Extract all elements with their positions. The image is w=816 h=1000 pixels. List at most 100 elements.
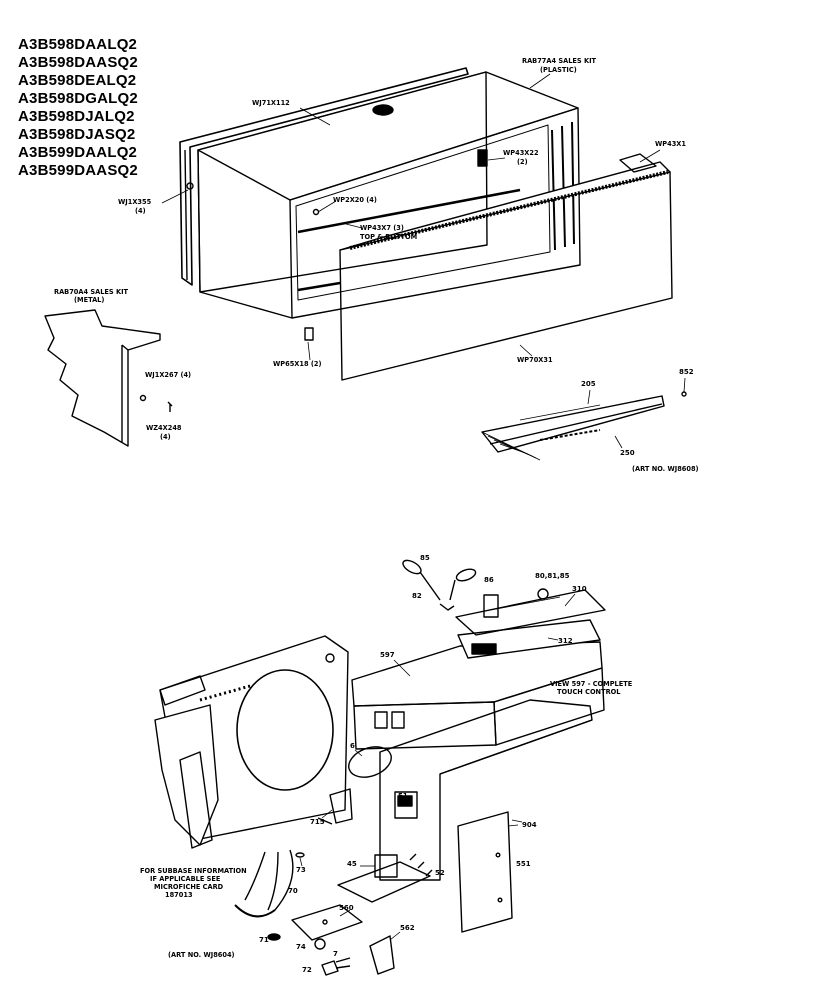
sleeve-rail — [551, 129, 556, 251]
bolt-icon — [167, 401, 173, 412]
label-45: 45 — [347, 860, 357, 868]
label-sales-kit-plastic-type: (PLASTIC) — [540, 66, 577, 74]
label-wp43x22-qty: (2) — [517, 158, 528, 166]
label-sales-kit-plastic: RAB77A4 SALES KIT — [522, 57, 597, 65]
model-number: A3B598DAASQ2 — [18, 54, 138, 71]
sleeve-rail — [297, 188, 521, 234]
screw-icon — [139, 394, 147, 402]
label-wj1x355: WJ1X355 — [118, 198, 152, 206]
wall-sleeve-group — [179, 67, 581, 341]
top-labels: RAB77A4 SALES KIT (PLASTIC) WJ71X112 WP4… — [54, 57, 699, 473]
bottom-leader-lines — [299, 593, 576, 941]
label-wp70x31: WP70X31 — [517, 356, 553, 364]
label-551: 551 — [516, 860, 531, 868]
label-sales-kit-metal: RAB70A4 SALES KIT — [54, 288, 129, 296]
front-panel-bracket — [619, 153, 657, 173]
label-715: 715 — [310, 818, 325, 826]
sleeve-rail — [561, 125, 566, 248]
sleeve-flange — [179, 67, 469, 286]
model-number: A3B598DEALQ2 — [18, 72, 137, 89]
bracket-715 — [317, 788, 353, 825]
label-sales-kit-metal-type: (METAL) — [74, 296, 104, 304]
sleeve-rail — [571, 121, 575, 245]
label-852: 852 — [679, 368, 694, 376]
label-wj1x355-qty: (4) — [135, 207, 146, 215]
bottom-labels: 85 86 82 80,81,85 310 597 312 VIEW 597 -… — [140, 554, 633, 974]
label-70: 70 — [288, 887, 298, 895]
label-6: 6 — [350, 742, 355, 750]
label-wp43x1: WP43X1 — [655, 140, 686, 148]
label-wp43x7: WP43X7 (3) — [360, 224, 404, 232]
label-wp43x22: WP43X22 — [503, 149, 539, 157]
label-art-no-top: (ART NO. WJ8608) — [632, 465, 699, 473]
screw-icon — [312, 208, 320, 216]
label-72: 72 — [302, 966, 312, 974]
small-parts-bottom — [267, 933, 395, 976]
sleeve-front-face — [197, 71, 488, 293]
label-73: 73 — [296, 866, 306, 874]
top-knob-icon — [372, 104, 394, 116]
label-85: 85 — [420, 554, 430, 562]
label-wz4x248: WZ4X248 — [146, 424, 182, 432]
bottom-tray-group — [481, 391, 687, 461]
model-number: A3B598DGALQ2 — [18, 90, 138, 107]
label-904: 904 — [522, 821, 537, 829]
model-number: A3B598DJASQ2 — [18, 126, 136, 143]
wire-harness-70 — [234, 849, 305, 918]
screw-icon — [186, 182, 194, 190]
label-250: 250 — [620, 449, 635, 457]
label-wz4x248-qty: (4) — [160, 433, 171, 441]
label-82: 82 — [412, 592, 422, 600]
label-wp43x7-position: TOP & BOTTOM — [360, 233, 417, 241]
note-subbase-line1: FOR SUBBASE INFORMATION — [140, 867, 247, 875]
model-number: A3B598DAALQ2 — [18, 36, 138, 53]
sleeve-rail — [297, 281, 341, 292]
model-number: A3B599DAALQ2 — [18, 144, 138, 161]
label-205: 205 — [581, 380, 596, 388]
sleeve-side-face — [289, 107, 581, 319]
flange-edge — [184, 149, 188, 281]
sleeve-opening — [295, 124, 551, 301]
label-wj1x267: WJ1X267 (4) — [145, 371, 191, 379]
plate-560 — [291, 904, 363, 941]
clip-icon — [304, 327, 314, 341]
note-subbase-line2: IF APPLICABLE SEE — [150, 875, 221, 883]
screw-icon — [681, 391, 687, 397]
label-art-no-bottom: (ART NO. WJ8604) — [168, 951, 235, 959]
fan-shroud-panel — [154, 635, 349, 849]
model-number: A3B599DAASQ2 — [18, 162, 138, 179]
label-71: 71 — [259, 936, 269, 944]
label-562: 562 — [400, 924, 415, 932]
clip-icon — [477, 149, 488, 167]
front-panel-rail — [349, 170, 669, 250]
label-view-597: VIEW 597 - COMPLETE — [550, 680, 633, 688]
top-leader-lines — [161, 73, 686, 449]
note-subbase-line4: 187013 — [165, 891, 193, 899]
model-number-list: A3B598DAALQ2 A3B598DAASQ2 A3B598DEALQ2 A… — [18, 36, 218, 180]
sleeve-top-face — [197, 71, 579, 201]
access-panel-551 — [457, 811, 523, 933]
label-310: 310 — [572, 585, 587, 593]
base-pan-group — [337, 699, 593, 903]
note-subbase-line3: MICROFICHE CARD — [154, 883, 224, 891]
label-wp2x20: WP2X20 (4) — [333, 196, 377, 204]
switch-parts — [402, 559, 549, 618]
label-74: 74 — [296, 943, 306, 951]
label-7: 7 — [333, 950, 338, 958]
label-80-81-85: 80,81,85 — [535, 572, 570, 580]
sleeve-edge — [199, 291, 293, 319]
model-number: A3B598DJALQ2 — [18, 108, 135, 125]
label-51: 51 — [398, 792, 408, 800]
metal-sales-kit-panel — [44, 309, 173, 447]
label-52: 52 — [435, 869, 445, 877]
label-312: 312 — [558, 637, 573, 645]
label-wj71x112: WJ71X112 — [252, 99, 290, 107]
label-560: 560 — [339, 904, 354, 912]
control-box-group — [351, 589, 606, 750]
label-view-597-desc: TOUCH CONTROL — [557, 688, 621, 696]
front-panel-group — [339, 153, 673, 381]
label-597: 597 — [380, 651, 395, 659]
sleeve-edge — [197, 149, 201, 293]
label-wp65x18: WP65X18 (2) — [273, 360, 321, 368]
